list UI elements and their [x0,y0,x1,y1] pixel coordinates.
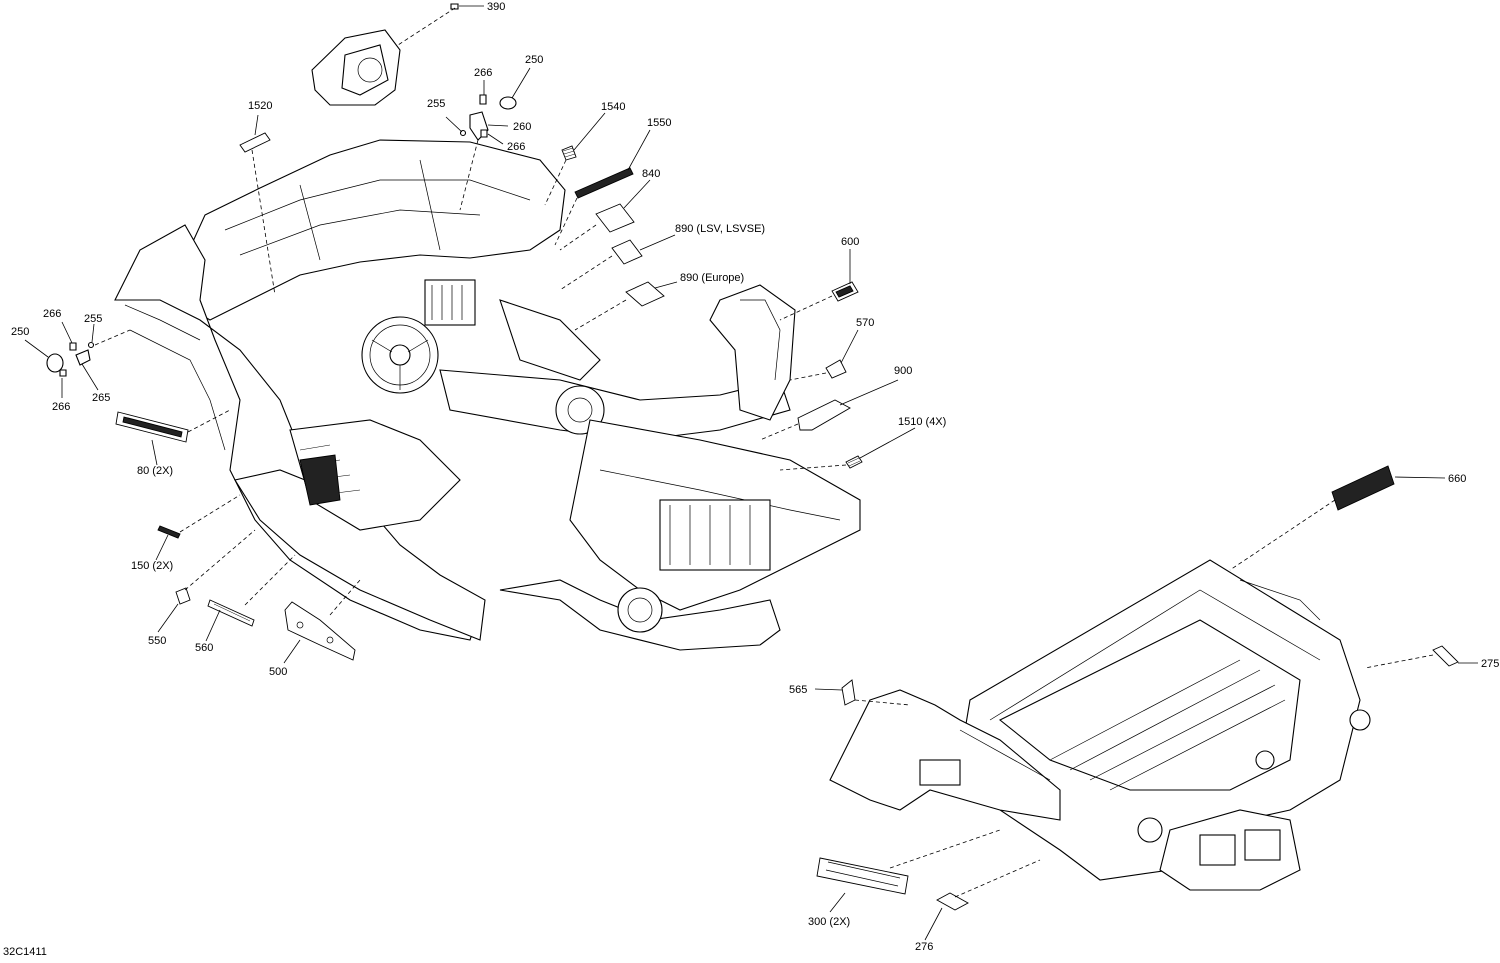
callout-1510: 1510 (4X) [898,416,946,428]
callout-600: 600 [841,236,859,248]
callout-1520: 1520 [248,100,272,112]
callout-560: 560 [195,642,213,654]
callout-500: 500 [269,666,287,678]
callout-1550: 1550 [647,117,671,129]
callout-570: 570 [856,317,874,329]
callout-255-left: 255 [84,313,102,325]
callout-250-top: 250 [525,54,543,66]
callout-890-lsv: 890 (LSV, LSVSE) [675,223,765,235]
callout-276: 276 [915,941,933,953]
callout-150: 150 (2X) [131,560,173,572]
callout-660: 660 [1448,473,1466,485]
callout-266-left-a: 266 [43,308,61,320]
callout-266-top: 266 [474,67,492,79]
callout-265: 265 [92,392,110,404]
vehicle-body-assembly [114,139,861,651]
callout-labels: 390 266 250 1520 255 260 266 1540 1550 8… [3,1,1499,958]
callout-275: 275 [1481,658,1499,670]
callout-900: 900 [894,365,912,377]
callout-300: 300 (2X) [808,916,850,928]
callout-80: 80 (2X) [137,465,173,477]
callout-565: 565 [789,684,807,696]
callout-260: 260 [513,121,531,133]
callout-266-top-b: 266 [507,141,525,153]
cargo-box-assembly [829,559,1371,891]
callout-550: 550 [148,635,166,647]
drawing-code: 32C1411 [3,946,47,958]
callout-255-top: 255 [427,98,445,110]
callout-266-left-b: 266 [52,401,70,413]
callout-250-left: 250 [11,326,29,338]
callout-1540: 1540 [601,101,625,113]
callout-890-europe: 890 (Europe) [680,272,744,284]
callout-840: 840 [642,168,660,180]
mirror-housing [311,29,401,106]
leader-lines [24,5,1478,941]
callout-390: 390 [487,1,505,13]
decals [115,132,1459,911]
